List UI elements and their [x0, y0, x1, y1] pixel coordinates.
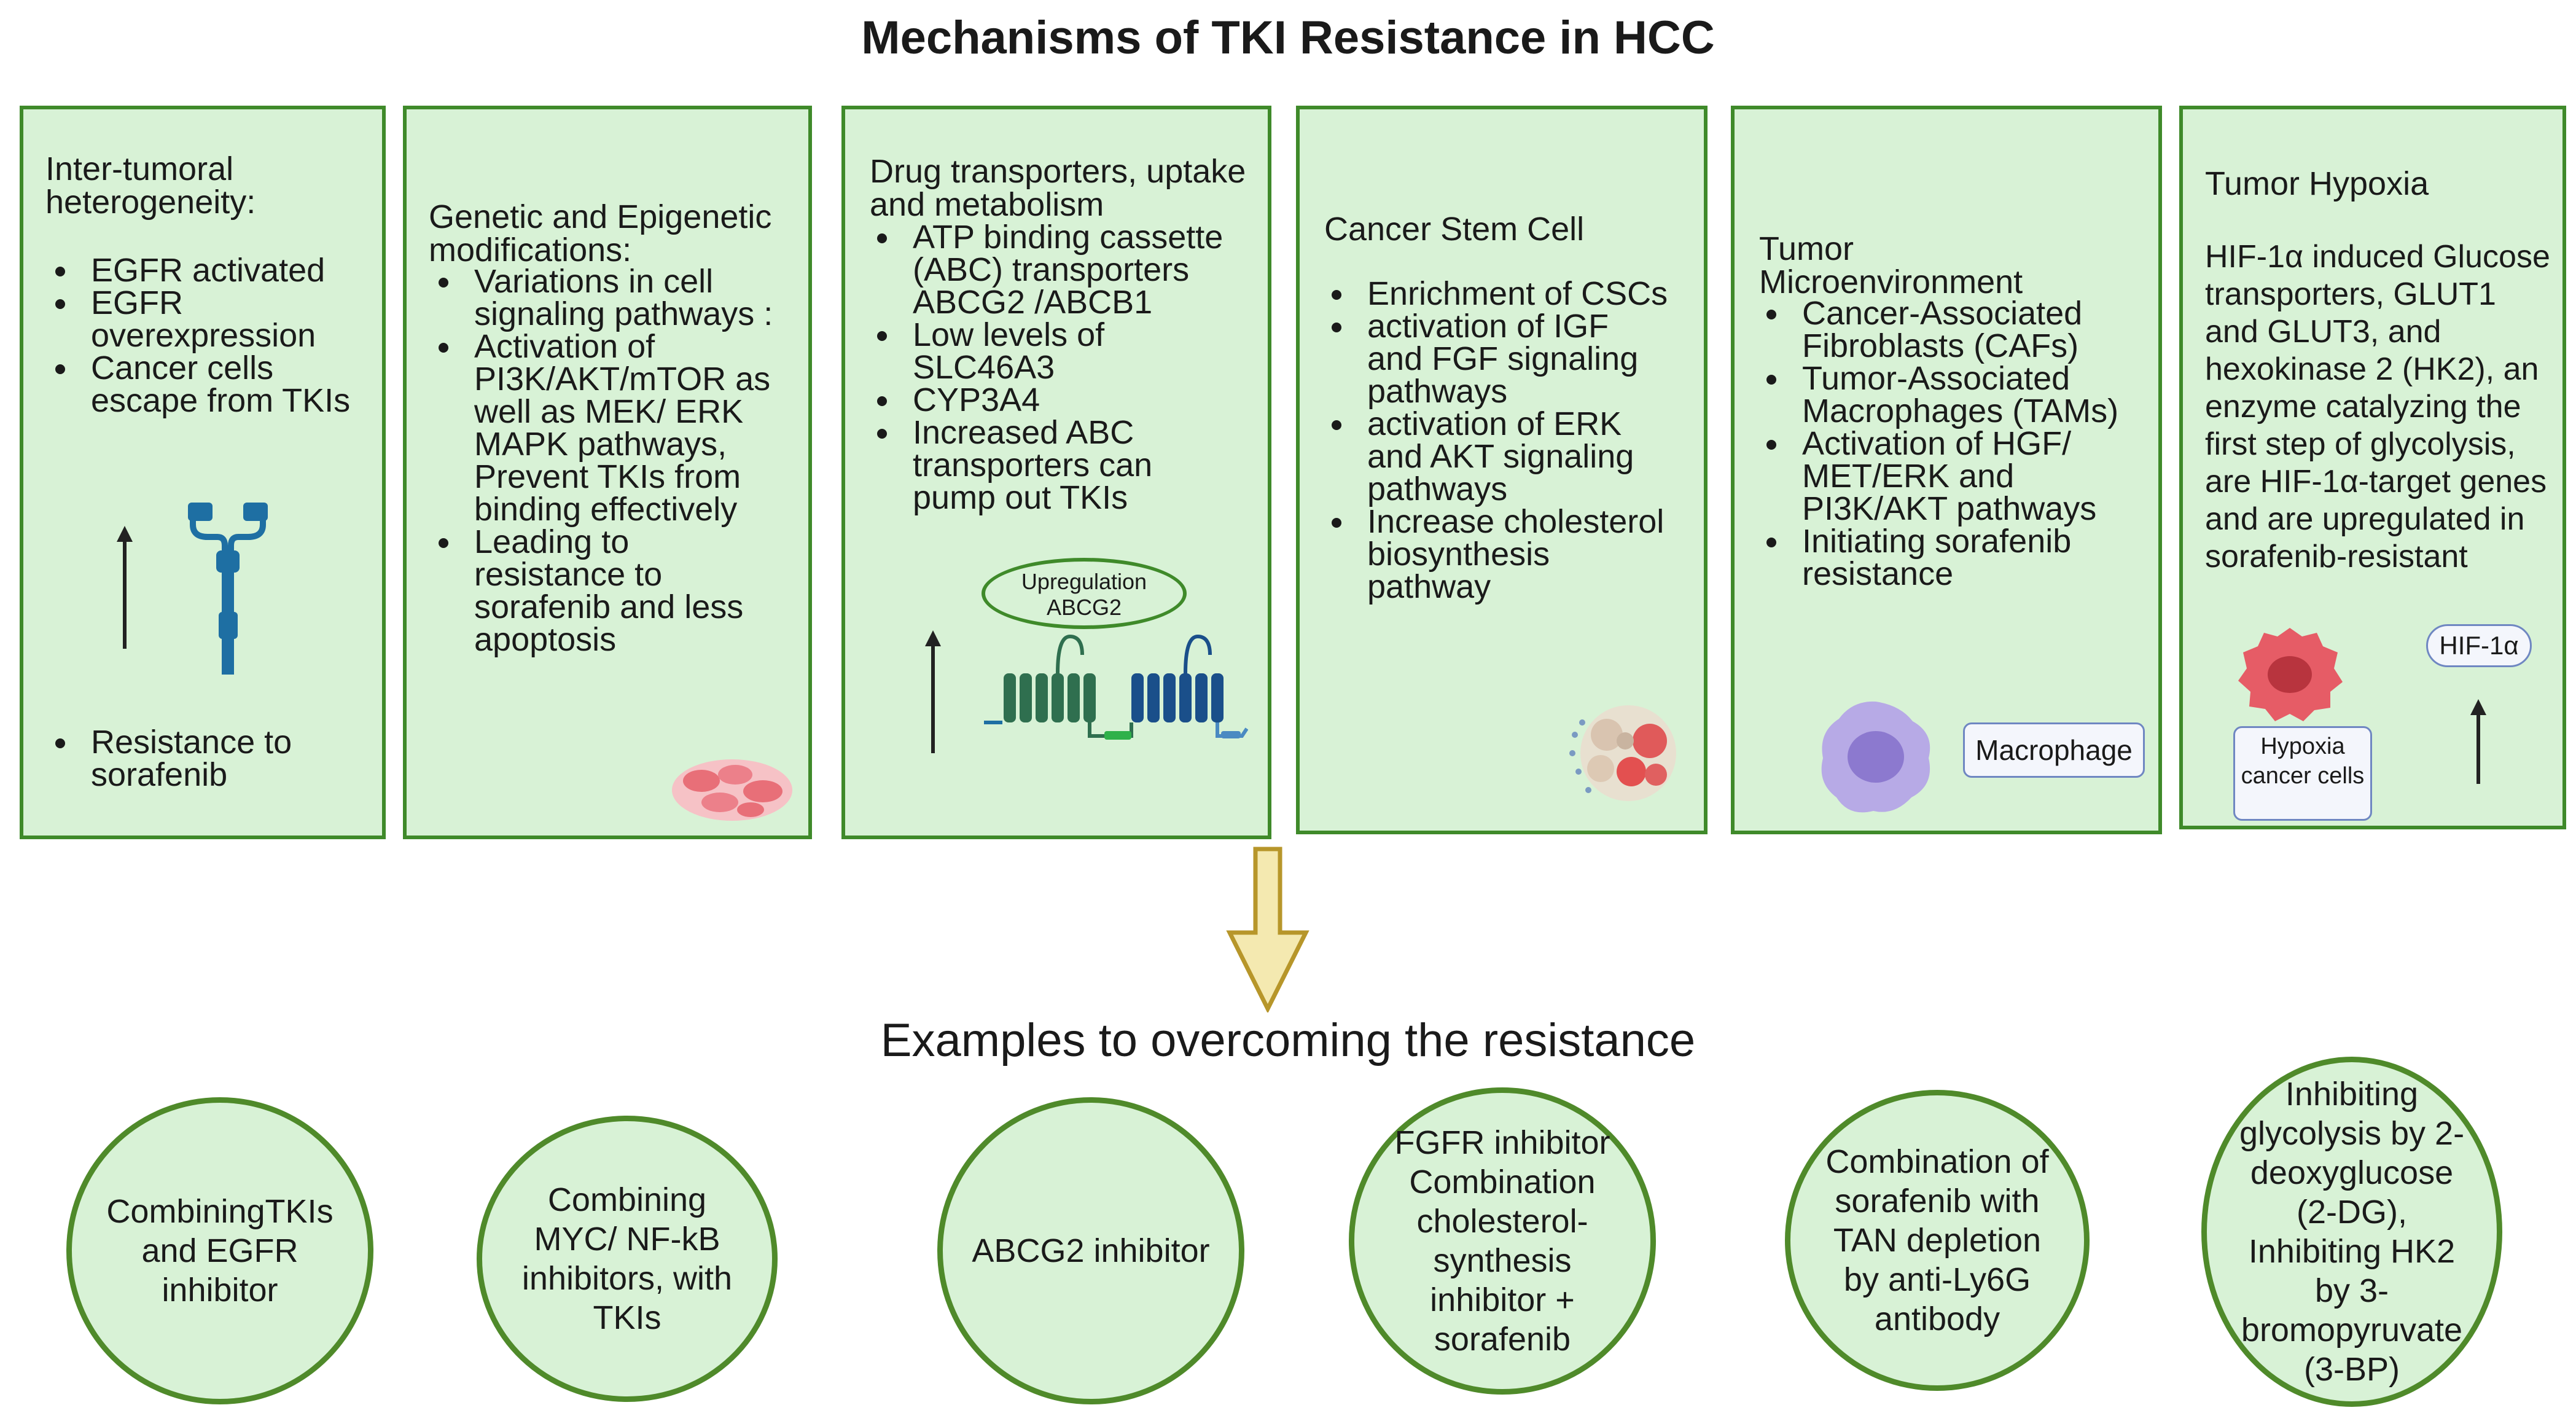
box-cancer-stem-cell: Cancer Stem Cell Enrichment of CSCs acti… — [1296, 106, 1708, 834]
macrophage-icon — [1821, 701, 1930, 813]
example-circle: CombiningTKIs and EGFR inhibitor — [66, 1097, 373, 1404]
box-tumor-hypoxia: Tumor Hypoxia HIF-1α induced Glucose tra… — [2179, 106, 2566, 829]
down-arrow-icon — [1226, 847, 1309, 1012]
examples-subtitle: Examples to overcoming the resistance — [880, 1014, 1696, 1067]
hif1a-label: HIF-1α — [2426, 624, 2532, 667]
macrophage-label: Macrophage — [1963, 722, 2145, 778]
bullet-list: Variations in cell signaling pathways : … — [407, 265, 775, 656]
box-title: Tumor Microenvironment — [1759, 230, 2023, 300]
box-title: Cancer Stem Cell — [1324, 211, 1585, 248]
example-text: CombiningTKIs and EGFR inhibitor — [106, 1193, 334, 1309]
box-title: Inter-tumoral heterogeneity: — [45, 151, 256, 221]
box-drug-transporters: Drug transporters, uptake and metabolism… — [841, 106, 1271, 839]
box-title: Tumor Hypoxia — [2205, 165, 2429, 202]
example-circle: Combining MYC/ NF-kB inhibitors, with TK… — [477, 1116, 778, 1402]
bullet-list: EGFR activated EGFR overexpression Cance… — [23, 254, 380, 417]
list-item: Activation of HGF/ MET/ERK and PI3K/AKT … — [1766, 427, 2121, 525]
example-circle: Combination of sorafenib with TAN deplet… — [1785, 1090, 2090, 1391]
tissue-icon — [672, 759, 792, 821]
up-arrow-icon — [925, 630, 941, 753]
example-circle: ABCG2 inhibitor — [937, 1097, 1244, 1404]
list-item: Cancer-Associated Fibroblasts (CAFs) — [1766, 297, 2121, 362]
list-item: Activation of PI3K/AKT/mTOR as well as M… — [439, 330, 775, 526]
list-item: Enrichment of CSCs — [1332, 275, 1668, 312]
example-circle: FGFR inhibitor Combination cholesterol-s… — [1349, 1087, 1656, 1395]
list-item: Increased ABC transporters can pump out … — [877, 416, 1232, 514]
list-item: activation of IGF and FGF signaling path… — [1332, 310, 1668, 408]
example-text: Combination of sorafenib with TAN deplet… — [1825, 1143, 2049, 1337]
hypoxia-cancer-cell-icon — [2238, 628, 2343, 721]
bullet-list: Resistance to sorafenib — [23, 726, 380, 791]
list-item: Increase cholesterol biosynthesis pathwa… — [1332, 505, 1668, 603]
list-item: Resistance to sorafenib — [55, 726, 380, 791]
up-arrow-icon — [117, 526, 133, 649]
example-circle: Inhibiting glycolysis by 2-deoxyglucose … — [2201, 1057, 2502, 1407]
upregulation-abcg2-label: Upregulation ABCG2 — [982, 558, 1187, 629]
cancer-stem-cell-cluster-icon — [1569, 705, 1676, 801]
egfr-receptor-icon — [188, 503, 268, 675]
list-item: EGFR overexpression — [55, 286, 380, 352]
hypoxia-description: HIF-1α induced Glucose transporters, GLU… — [2205, 239, 2550, 574]
list-item: Cancer cells escape from TKIs — [55, 351, 380, 417]
example-text: ABCG2 inhibitor — [972, 1232, 1210, 1269]
box-title: Genetic and Epigenetic modifications: — [429, 198, 772, 268]
hypoxia-cancer-cells-label: Hypoxia cancer cells — [2233, 726, 2372, 821]
list-item: EGFR activated — [55, 254, 380, 287]
diagram-title: Mechanisms of TKI Resistance in HCC — [861, 12, 1715, 64]
bullet-list: ATP binding cassette (ABC) transporters … — [845, 221, 1232, 514]
list-item: Low levels of SLC46A3 — [877, 318, 1232, 384]
box-inter-tumoral-heterogeneity: Inter-tumoral heterogeneity: EGFR activa… — [20, 106, 386, 839]
up-arrow-icon — [2470, 699, 2486, 784]
box-title: Drug transporters, uptake and metabolism — [870, 153, 1246, 223]
bullet-list: Cancer-Associated Fibroblasts (CAFs) Tum… — [1735, 297, 2121, 590]
example-text: Combining MYC/ NF-kB inhibitors, with TK… — [521, 1181, 733, 1336]
example-text: Inhibiting glycolysis by 2-deoxyglucose … — [2239, 1076, 2465, 1388]
list-item: Initiating sorafenib resistance — [1766, 525, 2121, 590]
box-tumor-microenvironment: Tumor Microenvironment Cancer-Associated… — [1731, 106, 2162, 834]
example-text: FGFR inhibitor Combination cholesterol-s… — [1394, 1124, 1610, 1358]
list-item: Tumor-Associated Macrophages (TAMs) — [1766, 362, 2121, 428]
list-item: activation of ERK and AKT signaling path… — [1332, 407, 1668, 506]
list-item: Leading to resistance to sorafenib and l… — [439, 525, 775, 656]
bullet-list: Enrichment of CSCs activation of IGF and… — [1300, 275, 1668, 603]
list-item: CYP3A4 — [877, 383, 1232, 417]
list-item: ATP binding cassette (ABC) transporters … — [877, 221, 1232, 319]
abcg2-transporter-icon — [984, 634, 1248, 740]
box-genetic-epigenetic: Genetic and Epigenetic modifications: Va… — [403, 106, 812, 839]
list-item: Variations in cell signaling pathways : — [439, 265, 775, 331]
